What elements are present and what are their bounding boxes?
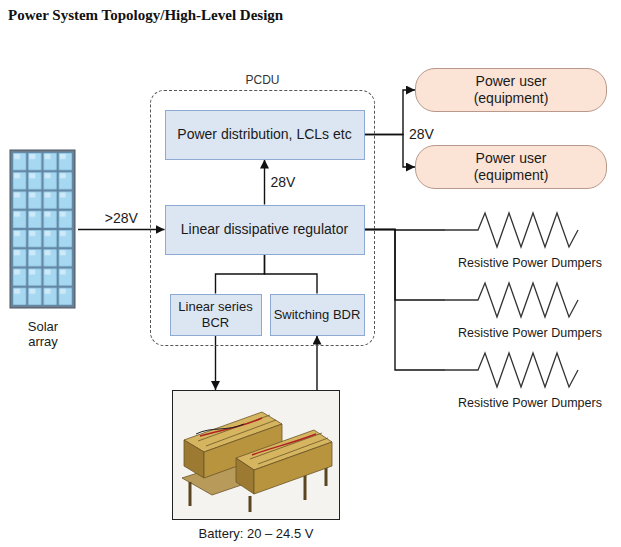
pcdu-group: PCDUPower distribution, LCLs etcLinear d…: [150, 90, 375, 346]
voltage-label: 28V: [271, 174, 296, 190]
edge-label-patch: 28V: [407, 126, 436, 142]
battery-frame: [173, 391, 340, 520]
connector-line: [216, 255, 265, 294]
text-block: Resistive Power Dumpers: [458, 396, 602, 411]
battery-pack: [184, 440, 204, 478]
text-block: Linear dissipative regulator: [181, 221, 348, 238]
voltage-label: 28V: [409, 126, 434, 142]
battery-figure: Battery: 20 – 24.5 V: [172, 390, 340, 542]
title-block: Power System Topology/High-Level Design: [8, 6, 283, 24]
text-block: Power distribution, LCLs etc: [177, 126, 351, 143]
process-box: Linear dissipative regulator: [165, 205, 365, 255]
figure-caption: Solar array: [16, 319, 70, 350]
solar-array: Solar array: [8, 148, 78, 350]
connector-line: [365, 230, 446, 371]
battery-icon: [173, 391, 340, 520]
box-label: Power user (equipment): [459, 150, 563, 184]
text-block: PCDU: [151, 73, 374, 87]
box-label: Power user (equipment): [459, 73, 563, 107]
process-box: Linear series BCR: [170, 294, 262, 336]
process-box: Power distribution, LCLs etc: [165, 110, 365, 160]
solar-panel-frame: [10, 150, 75, 308]
solar-panel-icon: [10, 150, 75, 308]
figure-caption: Resistive Power Dumpers: [458, 396, 602, 411]
resistor-symbol: [445, 283, 578, 317]
resistor-symbol: Resistive Power Dumpers: [445, 353, 615, 411]
text-block: Battery: 20 – 24.5 V: [199, 526, 314, 542]
process-box: Switching BDR: [270, 294, 365, 336]
connector-line: [78, 229, 165, 230]
battery-leg: [189, 482, 192, 506]
text-block: Resistive Power Dumpers: [458, 326, 602, 341]
box-label: Switching BDR: [274, 307, 361, 323]
box-label: Power distribution, LCLs etc: [177, 126, 351, 143]
edge-label-patch: 28V: [269, 174, 298, 190]
load-box: Power user (equipment): [415, 68, 607, 112]
diagram-title: Power System Topology/High-Level Design: [8, 6, 283, 24]
battery-wires: [200, 418, 316, 455]
box-label: Linear dissipative regulator: [181, 221, 348, 238]
battery-wires: [196, 424, 244, 434]
voltage-label: >28V: [105, 210, 138, 226]
battery-leg: [249, 496, 252, 512]
text-block: Power user (equipment): [459, 150, 563, 184]
text-block: Resistive Power Dumpers: [458, 256, 602, 271]
figure-caption: Battery: 20 – 24.5 V: [199, 526, 314, 542]
text-block: Power user (equipment): [459, 73, 563, 107]
resistor-symbol: Resistive Power Dumpers: [445, 283, 615, 341]
text-block: Solar array: [16, 319, 70, 350]
text-block: Linear series BCR: [174, 299, 258, 330]
connector-line: [365, 230, 446, 301]
resistor-symbol: [445, 213, 578, 247]
battery-cell-lines: [198, 415, 328, 464]
solar-cells: [12, 152, 73, 306]
box-label: Linear series BCR: [174, 299, 258, 330]
battery-pack: [236, 458, 254, 494]
connector-line: [316, 336, 317, 391]
text-block: Switching BDR: [274, 307, 361, 323]
connector-line: [264, 160, 265, 205]
connector-line: [265, 255, 318, 294]
figure-caption: Resistive Power Dumpers: [458, 326, 602, 341]
group-heading: PCDU: [151, 73, 374, 87]
resistor-symbol: [445, 353, 578, 387]
resistor-symbols: [445, 213, 578, 387]
connector-line: [215, 336, 216, 391]
edge-label-patch: >28V: [103, 210, 140, 226]
resistor-symbol: Resistive Power Dumpers: [445, 213, 615, 271]
figure-caption: Resistive Power Dumpers: [458, 256, 602, 271]
load-box: Power user (equipment): [415, 145, 607, 189]
